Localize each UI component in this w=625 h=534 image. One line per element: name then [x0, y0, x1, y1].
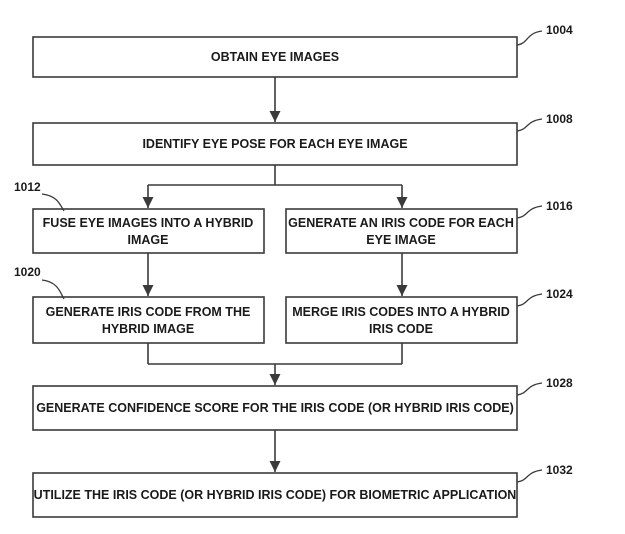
step-generate-confidence-score: GENERATE CONFIDENCE SCORE FOR THE IRIS C…: [32, 385, 518, 431]
step-label-line-1: FUSE EYE IMAGES INTO A HYBRID: [43, 216, 254, 230]
ref-leader-1008: [516, 118, 543, 132]
ref-label-1028: 1028: [546, 376, 573, 390]
step-box: [32, 122, 518, 166]
step-label-line-1: IDENTIFY EYE POSE FOR EACH EYE IMAGE: [142, 137, 407, 151]
step-merge-iris-codes: MERGE IRIS CODES INTO A HYBRID IRIS CODE: [285, 296, 518, 344]
ref-label-1012: 1012: [14, 180, 41, 194]
ref-leader-1024: [516, 293, 543, 307]
step-box: [32, 208, 265, 254]
ref-leader-1028: [516, 382, 543, 396]
ref-label-1032: 1032: [546, 463, 573, 477]
step-label-line-1: GENERATE CONFIDENCE SCORE FOR THE IRIS C…: [36, 401, 514, 415]
step-obtain-eye-images: OBTAIN EYE IMAGES: [32, 36, 518, 78]
ref-leader-1020: [41, 279, 65, 300]
ref-leader-1032: [516, 469, 543, 483]
step-label-line-2: IRIS CODE: [369, 322, 433, 336]
step-label-line-1: GENERATE IRIS CODE FROM THE: [46, 305, 251, 319]
step-box: [285, 208, 518, 254]
step-label-line-1: OBTAIN EYE IMAGES: [211, 50, 339, 64]
step-label-line-1: UTILIZE THE IRIS CODE (OR HYBRID IRIS CO…: [34, 488, 517, 502]
ref-leader-1012: [41, 193, 65, 212]
ref-leader-1004: [516, 30, 543, 46]
step-box: [32, 36, 518, 78]
ref-label-1008: 1008: [546, 112, 573, 126]
step-box: [285, 296, 518, 344]
step-identify-eye-pose: IDENTIFY EYE POSE FOR EACH EYE IMAGE: [32, 122, 518, 166]
step-box: [32, 296, 265, 344]
step-label-line-2: IMAGE: [128, 233, 169, 247]
step-box: [32, 472, 518, 518]
step-label-line-1: GENERATE AN IRIS CODE FOR EACH: [288, 216, 514, 230]
step-utilize-iris-code: UTILIZE THE IRIS CODE (OR HYBRID IRIS CO…: [32, 472, 518, 518]
step-fuse-eye-images: FUSE EYE IMAGES INTO A HYBRID IMAGE: [32, 208, 265, 254]
ref-label-1016: 1016: [546, 199, 573, 213]
step-label-line-1: MERGE IRIS CODES INTO A HYBRID: [292, 305, 510, 319]
step-label-line-2: EYE IMAGE: [366, 233, 435, 247]
step-generate-iris-code-hybrid: GENERATE IRIS CODE FROM THE HYBRID IMAGE: [32, 296, 265, 344]
step-label-line-2: HYBRID IMAGE: [102, 322, 194, 336]
step-generate-iris-code-each: GENERATE AN IRIS CODE FOR EACH EYE IMAGE: [285, 208, 518, 254]
ref-label-1004: 1004: [546, 23, 573, 37]
ref-leader-1016: [516, 205, 543, 219]
ref-label-1024: 1024: [546, 287, 573, 301]
ref-label-1020: 1020: [14, 265, 41, 279]
